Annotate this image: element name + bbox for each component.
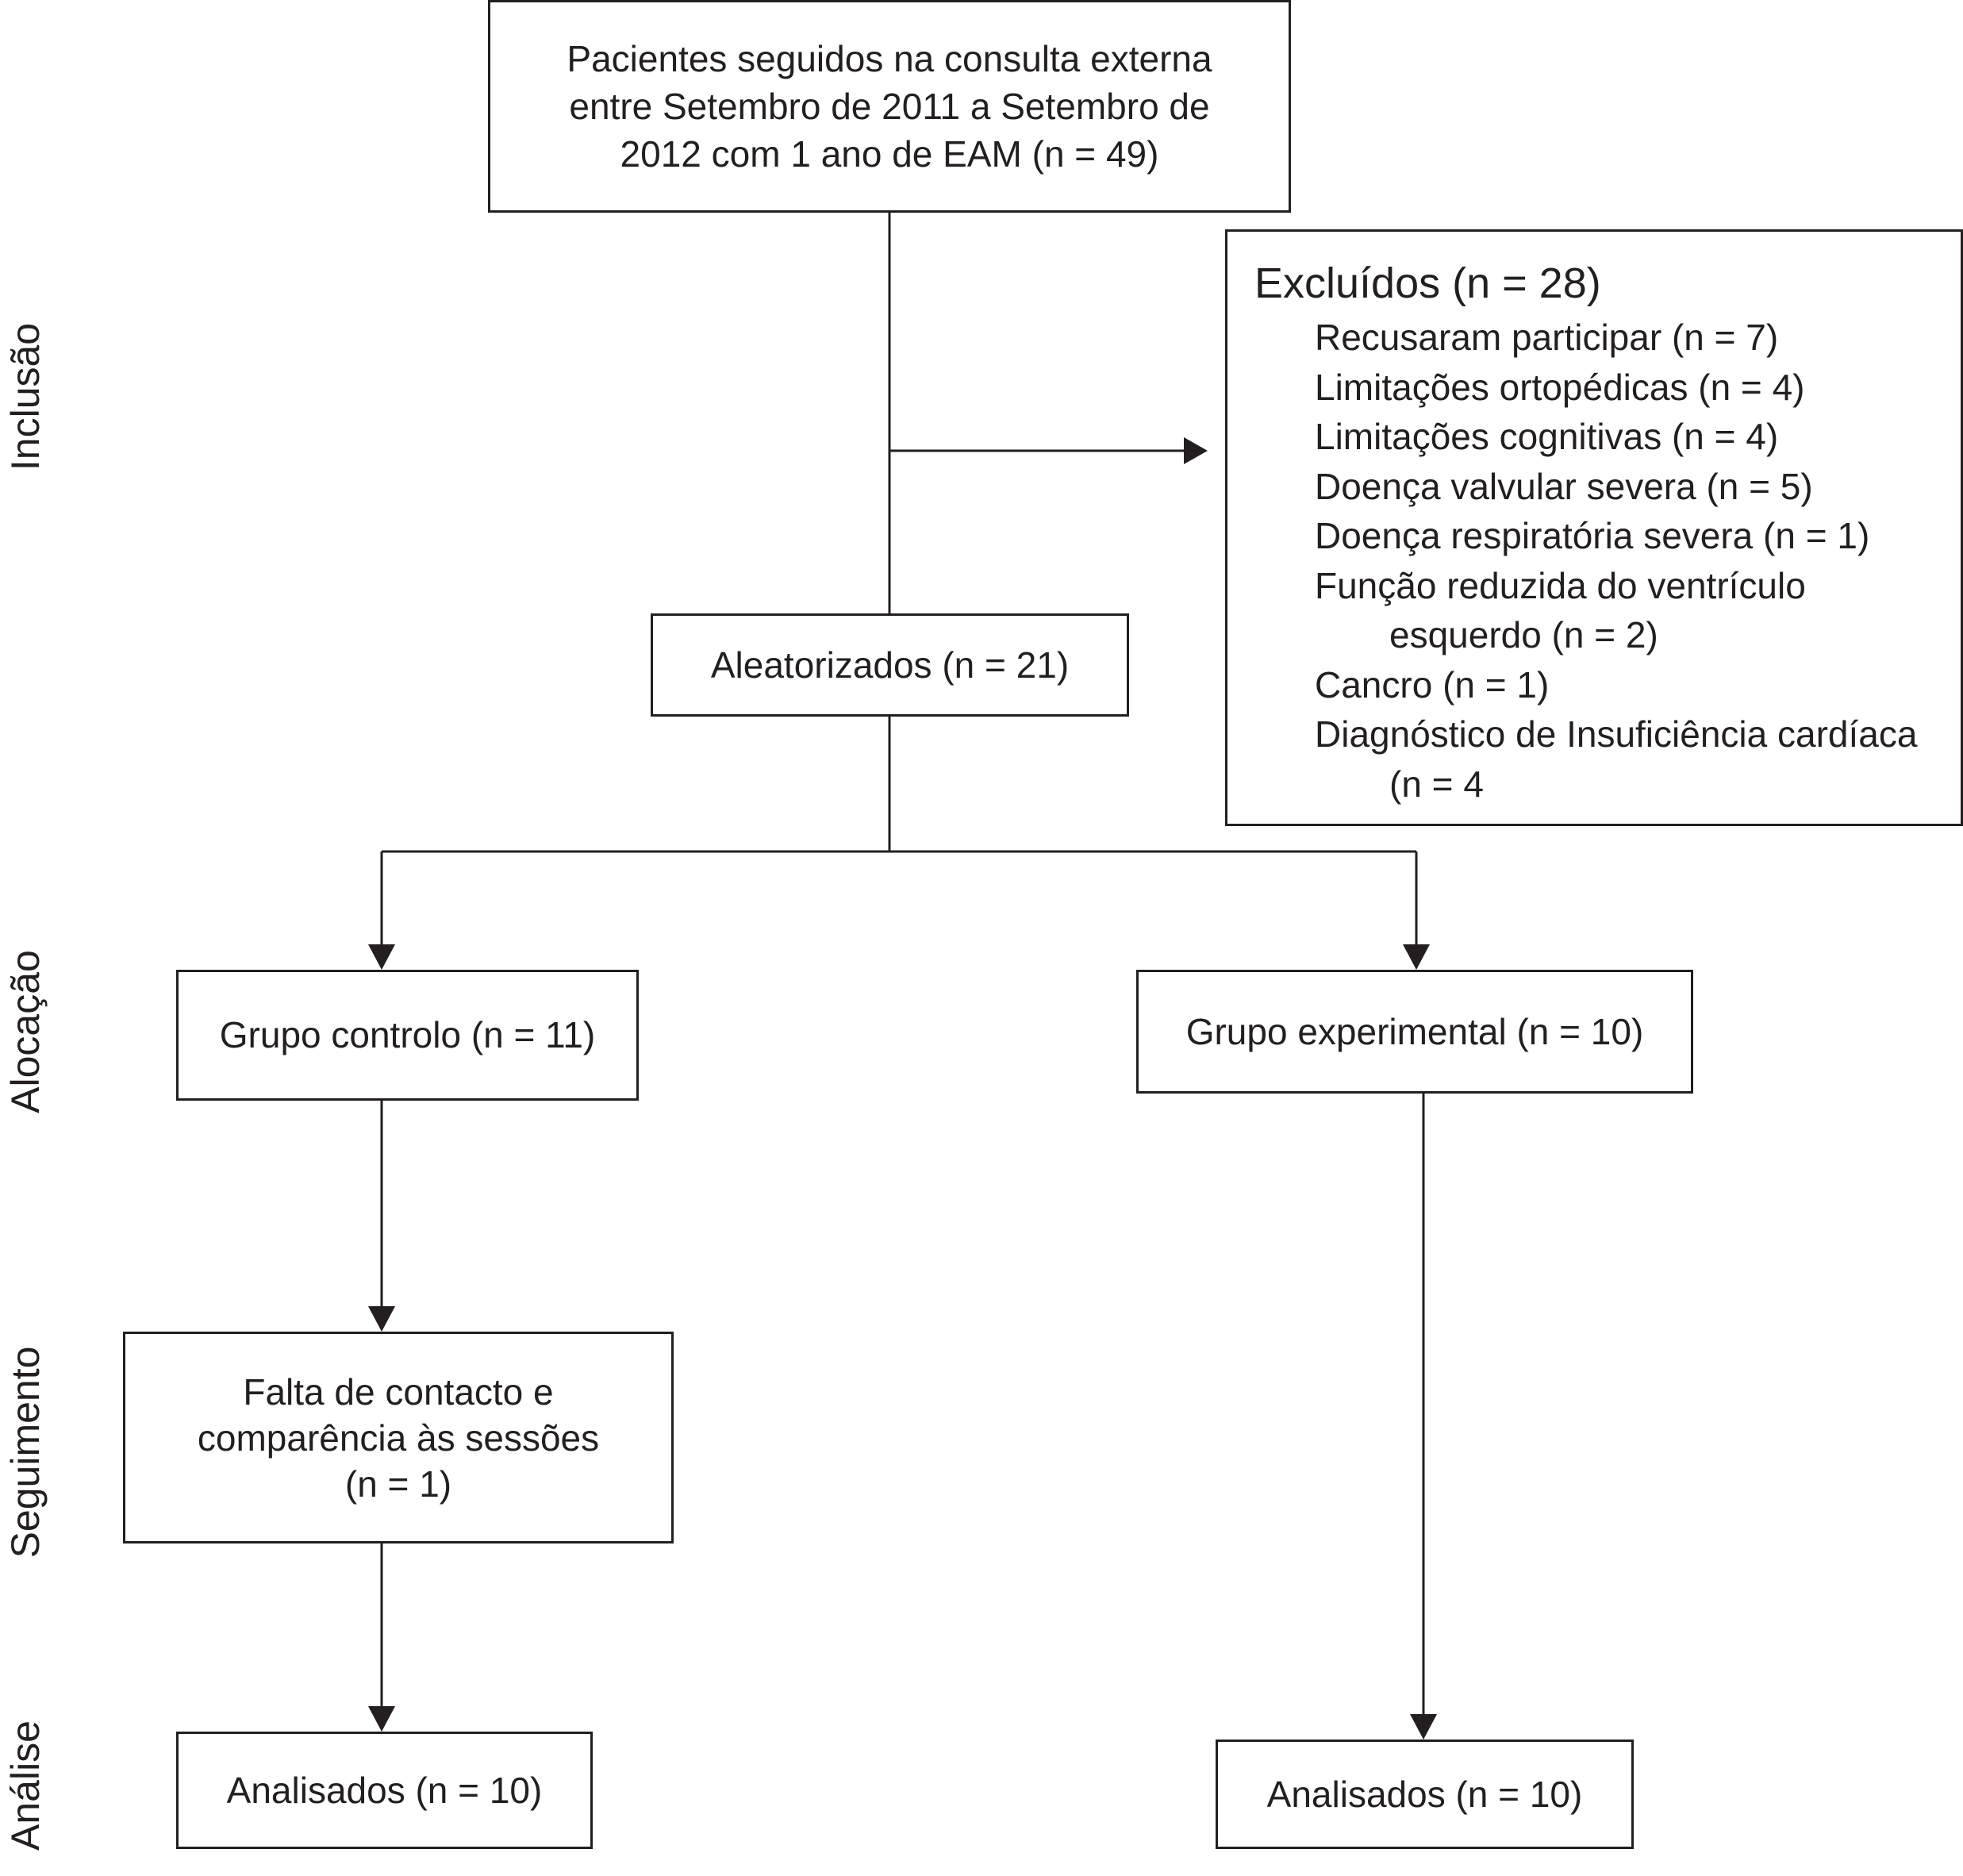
excluded-item: Limitações cognitivas (n = 4) <box>1315 416 1779 457</box>
patients-line-1: Pacientes seguidos na consulta externa <box>567 38 1212 79</box>
excluded-item: Limitações ortopédicas (n = 4) <box>1315 366 1805 408</box>
phase-label-followup: Seguimento <box>3 1346 48 1559</box>
excluded-item: Diagnóstico de Insuficiência cardíaca <box>1315 713 1918 755</box>
phase-label-analysis: Análise <box>3 1720 48 1851</box>
arrowhead-to-excluded <box>1184 437 1208 464</box>
excluded-title: Excluídos (n = 28) <box>1254 259 1601 307</box>
excluded-item: Função reduzida do ventrículo <box>1315 564 1806 606</box>
experimental-group-label: Grupo experimental (n = 10) <box>1185 1010 1644 1052</box>
excluded-item: Doença respiratória severa (n = 1) <box>1315 515 1870 556</box>
patients-box: Pacientes seguidos na consulta externa e… <box>488 0 1291 213</box>
analysed-experimental-label: Analisados (n = 10) <box>1266 1773 1583 1815</box>
control-group-label: Grupo controlo (n = 11) <box>219 1014 596 1056</box>
arrowhead-to-analysed-control <box>368 1706 395 1732</box>
arrowhead-to-analysed-experimental <box>1410 1714 1437 1740</box>
analysed-control-label: Analisados (n = 10) <box>226 1769 543 1811</box>
excluded-item-continuation: esquerdo (n = 2) <box>1389 614 1658 655</box>
excluded-box: Excluídos (n = 28) Recusaram participar … <box>1225 229 1963 826</box>
analysed-control-box: Analisados (n = 10) <box>176 1732 593 1849</box>
control-group-box: Grupo controlo (n = 11) <box>176 970 639 1101</box>
phase-label-inclusion: Inclusão <box>3 322 48 471</box>
phase-label-allocation: Alocação <box>3 950 48 1113</box>
patients-line-2: entre Setembro de 2011 a Setembro de <box>569 86 1210 127</box>
arrowhead-to-lost-followup <box>368 1306 395 1332</box>
analysed-experimental-box: Analisados (n = 10) <box>1216 1740 1634 1849</box>
excluded-item-continuation: (n = 4 <box>1389 763 1484 805</box>
lost-followup-line-2: comparência às sessões <box>197 1417 600 1459</box>
excluded-item: Recusaram participar (n = 7) <box>1315 317 1779 358</box>
experimental-group-box: Grupo experimental (n = 10) <box>1136 970 1693 1094</box>
excluded-item: Cancro (n = 1) <box>1315 663 1550 705</box>
excluded-item: Doença valvular severa (n = 5) <box>1315 465 1813 507</box>
patients-line-3: 2012 com 1 ano de EAM (n = 49) <box>620 133 1159 175</box>
arrowhead-to-experimental-group <box>1403 944 1430 970</box>
randomized-label: Aleatorizados (n = 21) <box>710 644 1070 686</box>
lost-followup-box: Falta de contacto e comparência às sessõ… <box>123 1332 674 1543</box>
arrowhead-to-control-group <box>368 944 395 970</box>
randomized-box: Aleatorizados (n = 21) <box>651 613 1129 717</box>
lost-followup-line-1: Falta de contacto e <box>243 1370 554 1413</box>
lost-followup-line-3: (n = 1) <box>344 1463 452 1505</box>
